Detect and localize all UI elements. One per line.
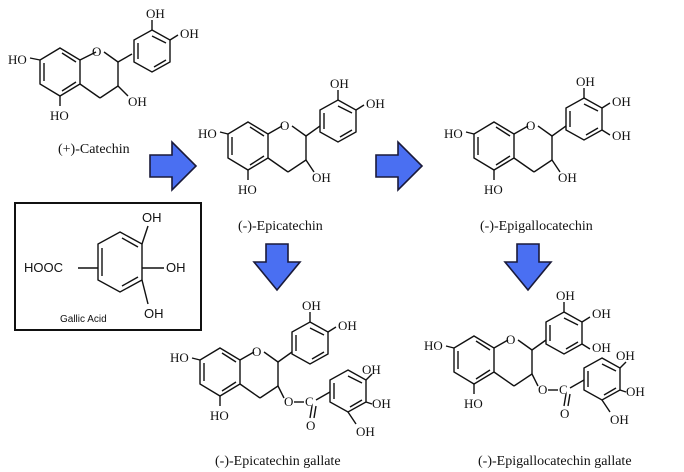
hydroxyl-label: OH: [312, 170, 331, 185]
hydroxyl-label: OH: [330, 76, 349, 91]
hydroxyl-label: OH: [556, 288, 575, 303]
hydroxyl-label: OH: [612, 94, 631, 109]
ring-oxygen: O: [252, 344, 261, 359]
hydroxyl-label: HO: [424, 338, 443, 353]
hydroxyl-label: HO: [238, 182, 257, 197]
gallic-acid-box: [14, 202, 202, 331]
carbonyl-oxygen: O: [560, 406, 569, 421]
down-arrow-icon: [252, 243, 302, 292]
gallic-acid-label: Gallic Acid: [60, 314, 107, 325]
epigallocatechin-gallate-structure: O OH OH OH HO HO O C O OH OH OH: [424, 288, 645, 427]
epigallocatechin-structure: O OH OH OH HO HO OH: [444, 74, 631, 197]
hydroxyl-label: OH: [558, 170, 577, 185]
hydroxyl-label: OH: [128, 94, 147, 109]
hydroxyl-label: OH: [146, 6, 165, 21]
epicatechin-gallate-structure: O OH OH HO HO O C O OH OH OH: [170, 298, 391, 439]
epicatechin-gallate-label: (-)-Epicatechin gallate: [215, 454, 341, 469]
epicatechin-label: (-)-Epicatechin: [238, 219, 323, 234]
hydroxyl-label: OH: [166, 260, 186, 275]
right-arrow-icon: [375, 140, 424, 192]
hydroxyl-label: HO: [484, 182, 503, 197]
catechin-label: (+)-Catechin: [58, 142, 130, 157]
hydroxyl-label: HO: [8, 52, 27, 67]
hydroxyl-label: OH: [592, 340, 611, 355]
epicatechin-structure: O OH OH HO HO OH: [198, 76, 385, 197]
hydroxyl-label: OH: [612, 128, 631, 143]
epigallocatechin-label: (-)-Epigallocatechin: [480, 219, 593, 234]
ring-oxygen: O: [526, 118, 535, 133]
ring-oxygen: O: [92, 44, 101, 59]
carbonyl-carbon: C: [305, 394, 314, 409]
hydroxyl-label: OH: [362, 362, 381, 377]
hydroxyl-label: OH: [366, 96, 385, 111]
hydroxyl-label: OH: [338, 318, 357, 333]
ester-oxygen: O: [284, 394, 293, 409]
ring-oxygen: O: [280, 118, 289, 133]
hydroxyl-label: OH: [592, 306, 611, 321]
hydroxyl-label: HO: [210, 408, 229, 423]
hydroxyl-label: OH: [144, 306, 164, 321]
hydroxyl-label: OH: [180, 26, 199, 41]
hydroxyl-label: OH: [626, 384, 645, 399]
carbonyl-oxygen: O: [306, 418, 315, 433]
carbonyl-carbon: C: [559, 382, 568, 397]
hydroxyl-label: HO: [50, 108, 69, 123]
epigallocatechin-gallate-label: (-)-Epigallocatechin gallate: [478, 454, 632, 469]
hydroxyl-label: HO: [464, 396, 483, 411]
hydroxyl-label: OH: [576, 74, 595, 89]
hydroxyl-label: HO: [198, 126, 217, 141]
hydroxyl-label: OH: [302, 298, 321, 313]
hydroxyl-label: OH: [610, 412, 629, 427]
ring-oxygen: O: [506, 332, 515, 347]
carboxyl-label: HOOC: [24, 260, 63, 275]
hydroxyl-label: OH: [142, 210, 162, 225]
ester-oxygen: O: [538, 382, 547, 397]
right-arrow-icon: [149, 140, 198, 192]
hydroxyl-label: OH: [616, 348, 635, 363]
down-arrow-icon: [503, 243, 553, 292]
hydroxyl-label: OH: [356, 424, 375, 439]
hydroxyl-label: HO: [170, 350, 189, 365]
hydroxyl-label: HO: [444, 126, 463, 141]
catechin-structure: O OH OH HO HO OH: [8, 6, 199, 123]
gallic-acid-structure: HOOC OH OH OH: [24, 210, 186, 321]
hydroxyl-label: OH: [372, 396, 391, 411]
